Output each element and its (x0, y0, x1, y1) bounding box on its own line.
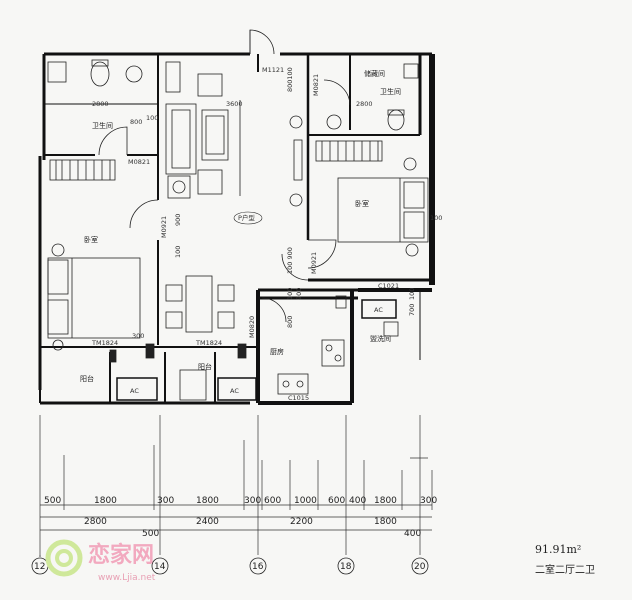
layout-type: 二室二厅二卫 (535, 565, 595, 576)
dim-800100: 800100 (286, 67, 294, 92)
furniture (47, 59, 429, 401)
dim-row1-1: 1800 (94, 496, 117, 506)
code-m0921-a: M0921 (160, 216, 168, 238)
dims-row-2: 2800 2400 2200 1800 (84, 517, 397, 527)
dims-row-3: 500 400 (142, 529, 421, 539)
dim-900-b: 900 (295, 288, 303, 300)
dim-3600: 3600 (226, 100, 243, 108)
dim-100-a: 100 (146, 114, 158, 122)
wardrobe-left (49, 159, 116, 181)
code-tm1824-b: TM1824 (195, 339, 222, 347)
code-ac-a: AC (130, 387, 139, 395)
dim-100-e: 100 (408, 288, 416, 300)
dim-row1-9: 1800 (374, 496, 397, 506)
dim-row1-2: 300 (157, 496, 174, 506)
dim-900-a: 900 (174, 214, 182, 226)
dim-row2-1: 2400 (196, 517, 219, 527)
dim-row1-5: 600 (264, 496, 281, 506)
area-value: 91.91m² (535, 543, 582, 556)
dim-800-a: 800 (130, 118, 142, 126)
inner-dimensions: 2800 3600 2800 800 100 800100 900 100 10… (92, 67, 442, 340)
axis-label-0: 12 (34, 562, 45, 572)
dim-100-b: 100 (174, 246, 182, 258)
code-m0821-b: M0821 (312, 74, 320, 96)
dims-row-1: 500 1800 300 1800 300 600 1000 600 400 1… (44, 496, 437, 506)
dim-700: 700 (408, 304, 416, 316)
axis-label-3: 18 (340, 562, 352, 572)
room-storage: 储藏间 (364, 69, 385, 78)
room-labels: 卫生间 卧室 卧室 阳台 阳台 厨房 卫生间 盥洗间 储藏间 P户型 (80, 69, 401, 383)
code-c1015: C1015 (288, 394, 309, 402)
dim-100-c: 100 (286, 288, 294, 300)
ac-units (116, 299, 397, 401)
watermark-logo: 恋家网 www.Ljia.net (45, 539, 156, 583)
room-bath-right: 卫生间 (380, 87, 401, 96)
dim-row1-4: 300 (244, 496, 261, 506)
room-bedroom-right: 卧室 (355, 199, 369, 208)
room-bedroom-left: 卧室 (84, 235, 98, 244)
watermark-url: www.Ljia.net (98, 573, 156, 583)
dim-100-d: 100 (430, 214, 442, 222)
axis-label-1: 14 (154, 562, 166, 572)
dimension-lines (39, 415, 433, 555)
axis-label-4: 20 (414, 562, 426, 572)
room-kitchen: 厨房 (270, 347, 284, 356)
opening-codes: M1121 M0821 M0821 M0921 M0921 M0820 TM18… (91, 66, 399, 402)
room-balcony-left: 阳台 (80, 374, 94, 383)
code-c1021: C1021 (378, 282, 399, 290)
dim-row3-0: 500 (142, 529, 159, 539)
dim-row1-7: 600 (328, 496, 345, 506)
swirl-icon (45, 539, 83, 577)
code-m0820: M0820 (248, 316, 256, 338)
room-wash-area: 盥洗间 (370, 334, 391, 343)
watermark-brand: 恋家网 (88, 542, 154, 568)
axis-labels: 12 14 16 18 20 (34, 562, 426, 572)
dim-2800-b: 2800 (356, 100, 373, 108)
dim-100900: 100 900 (286, 247, 294, 274)
room-bath-left: 卫生间 (92, 121, 113, 130)
code-m0921-b: M0921 (310, 252, 318, 274)
code-tm1824-a: TM1824 (91, 339, 118, 347)
room-balcony-mid: 阳台 (198, 362, 212, 371)
dim-row1-6: 1000 (294, 496, 317, 506)
code-m1121: M1121 (262, 66, 284, 74)
unit-label: P户型 (238, 213, 255, 222)
dim-row1-0: 500 (44, 496, 61, 506)
dim-row1-3: 1800 (196, 496, 219, 506)
dim-2800-a: 2800 (92, 100, 109, 108)
dim-row1-10: 300 (420, 496, 437, 506)
dim-300: 300 (132, 332, 144, 340)
dim-row2-2: 2200 (290, 517, 313, 527)
dim-row2-3: 1800 (374, 517, 397, 527)
code-ac-c: AC (374, 306, 383, 314)
dim-row1-8: 400 (349, 496, 366, 506)
code-m0821-a: M0821 (128, 158, 150, 166)
code-ac-b: AC (230, 387, 239, 395)
dim-row3-1: 400 (404, 529, 421, 539)
dim-row2-0: 2800 (84, 517, 107, 527)
wardrobe-right (315, 140, 383, 162)
doors (98, 29, 351, 323)
dim-800-b: 800 (286, 316, 294, 328)
axis-label-2: 16 (252, 562, 264, 572)
